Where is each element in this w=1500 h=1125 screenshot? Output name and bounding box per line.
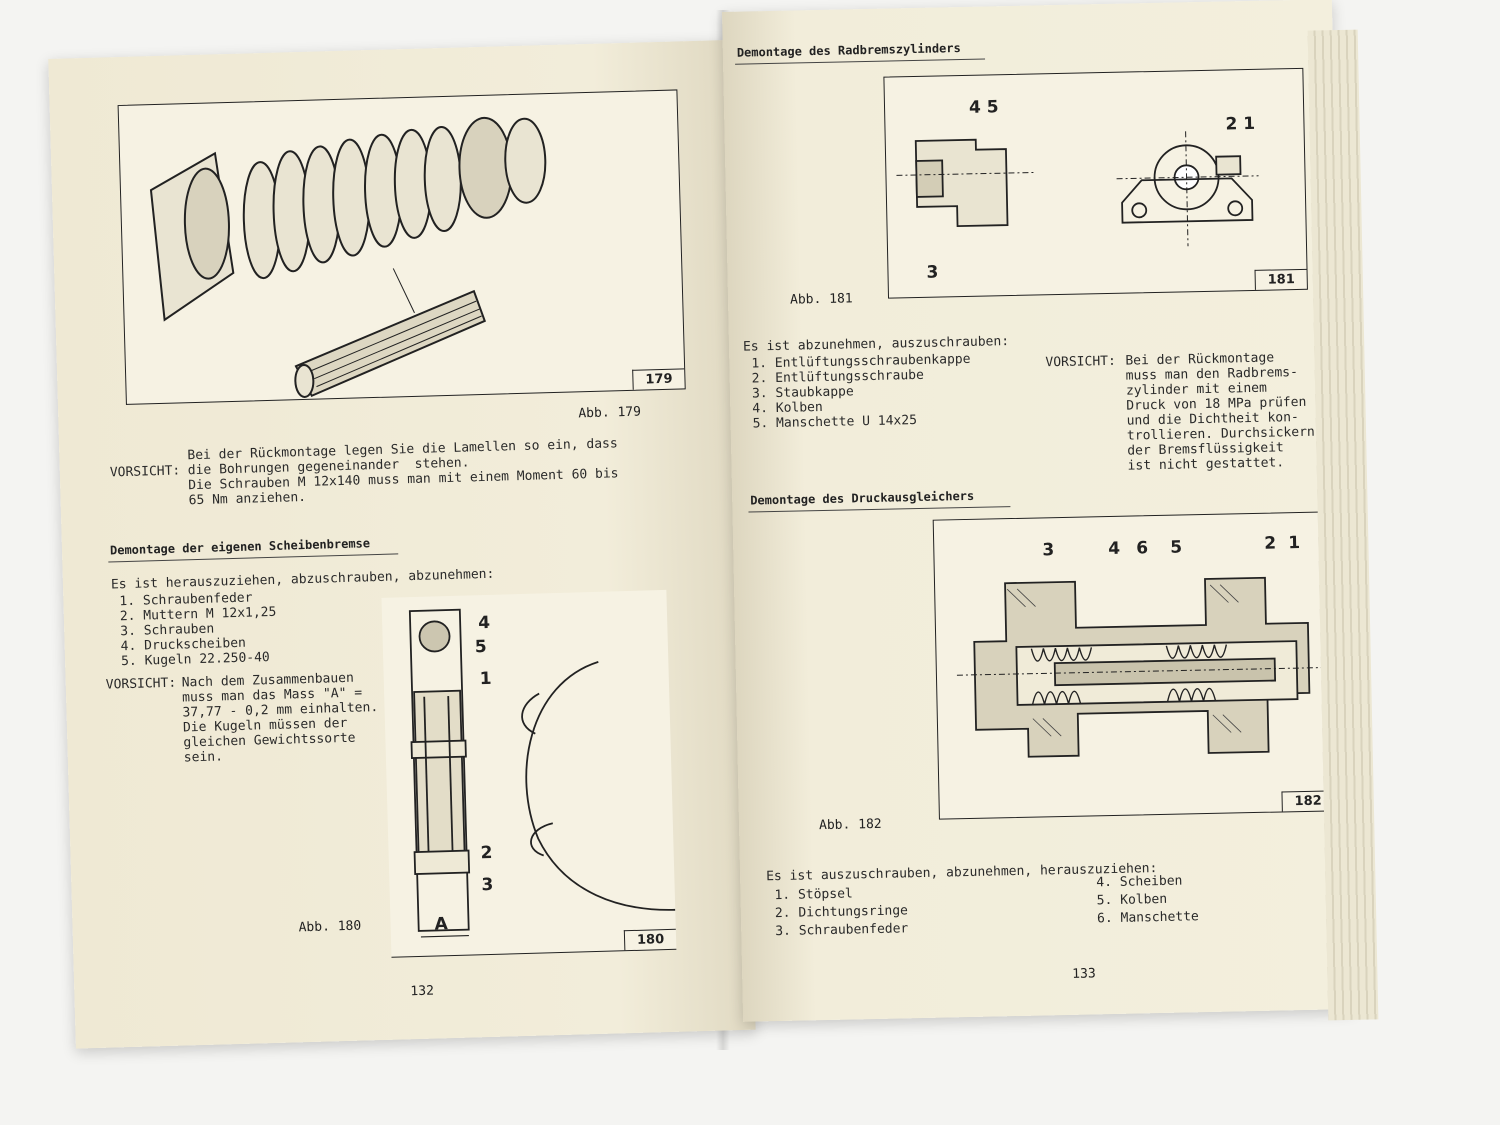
disc-brake-exploded-drawing: [149, 116, 547, 398]
wheel-cylinder-drawing: [896, 131, 1259, 247]
right-page: Demontage des Radbremszylinders 4 5 2 1 …: [722, 0, 1354, 1022]
header-underline: [735, 58, 986, 65]
caution-text: Bei der Rückmontage muss man den Radbrem…: [1125, 350, 1315, 474]
page-number: 132: [410, 983, 435, 1000]
figure-180-caption: Abb. 180: [298, 918, 362, 936]
figure-179-tag: 179: [632, 368, 685, 390]
label-3: 3: [1042, 540, 1055, 561]
caution-label-2: VORSICHT:: [105, 675, 177, 693]
label-1: 1: [479, 668, 492, 690]
figure-181-tag: 181: [1254, 268, 1307, 290]
section-title: Demontage des Druckausgleichers: [750, 488, 975, 508]
figure-181-caption: Abb. 181: [789, 291, 853, 308]
label-2-1: 2 1: [1225, 113, 1256, 135]
figure-179-caption: Abb. 179: [578, 404, 642, 422]
list-item: 6. Manschette: [1096, 909, 1199, 927]
page-header: Demontage des Radbremszylinders: [736, 41, 961, 60]
section-title: Demontage der eigenen Scheibenbremse: [109, 536, 371, 558]
pressure-regulator-drawing: [956, 576, 1327, 758]
figure-180: 4 5 1 2 3 A 180: [381, 589, 677, 958]
label-5: 5: [474, 636, 487, 658]
caution-text: Bei der Rückmontage legen Sie die Lamell…: [187, 436, 619, 509]
list-item: 4. Scheiben: [1096, 873, 1183, 891]
page-number: 133: [1072, 966, 1096, 982]
figure-182: 3 4 6 5 2 1 182: [932, 511, 1335, 820]
parts-list-1: 1. Entlüftungsschraubenkappe 2. Entlüftu…: [751, 352, 972, 432]
left-page: 179 Abb. 179 VORSICHT: Bei der Rückmonta…: [48, 40, 756, 1049]
label-6: 6: [1136, 538, 1149, 559]
list-item: 5. Manschette U 14x25: [752, 413, 918, 432]
label-4: 4: [477, 612, 491, 634]
section-underline: [748, 506, 1011, 513]
label-1: 1: [1288, 533, 1301, 554]
parts-list: 1. Schraubenfeder 2. Muttern M 12x1,25 3…: [119, 590, 278, 669]
parts-list-2b: 4. Scheiben 5. Kolben 6. Manschette: [1096, 872, 1199, 928]
label-2: 2: [480, 842, 493, 864]
figure-180-tag: 180: [623, 928, 677, 951]
label-A: A: [434, 914, 449, 935]
parts-list-2a: 1. Stöpsel 2. Dichtungsringe 3. Schraube…: [774, 884, 908, 941]
list-item: 5. Kugeln 22.250-40: [120, 650, 270, 670]
list-item: 5. Kolben: [1096, 891, 1168, 909]
ball-bearing-drawing: [408, 608, 676, 938]
label-3: 3: [926, 262, 939, 283]
label-4: 4: [1108, 538, 1121, 560]
figure-179: 179: [117, 89, 686, 405]
label-3: 3: [481, 874, 494, 896]
figure-182-caption: Abb. 182: [818, 816, 882, 834]
caution-label: VORSICHT:: [1045, 353, 1117, 371]
caution-label: VORSICHT:: [109, 463, 181, 481]
figure-181: 4 5 2 1 3 181: [883, 67, 1308, 299]
list-intro: Es ist herauszuziehen, abzuschrauben, ab…: [110, 566, 495, 593]
label-5: 5: [1170, 537, 1183, 558]
caution-text-2: Nach dem Zusammenbauen muss man das Mass…: [181, 670, 379, 766]
label-4-5: 4 5: [968, 97, 999, 118]
list-item: 3. Schraubenfeder: [775, 921, 909, 940]
label-2: 2: [1264, 533, 1277, 554]
